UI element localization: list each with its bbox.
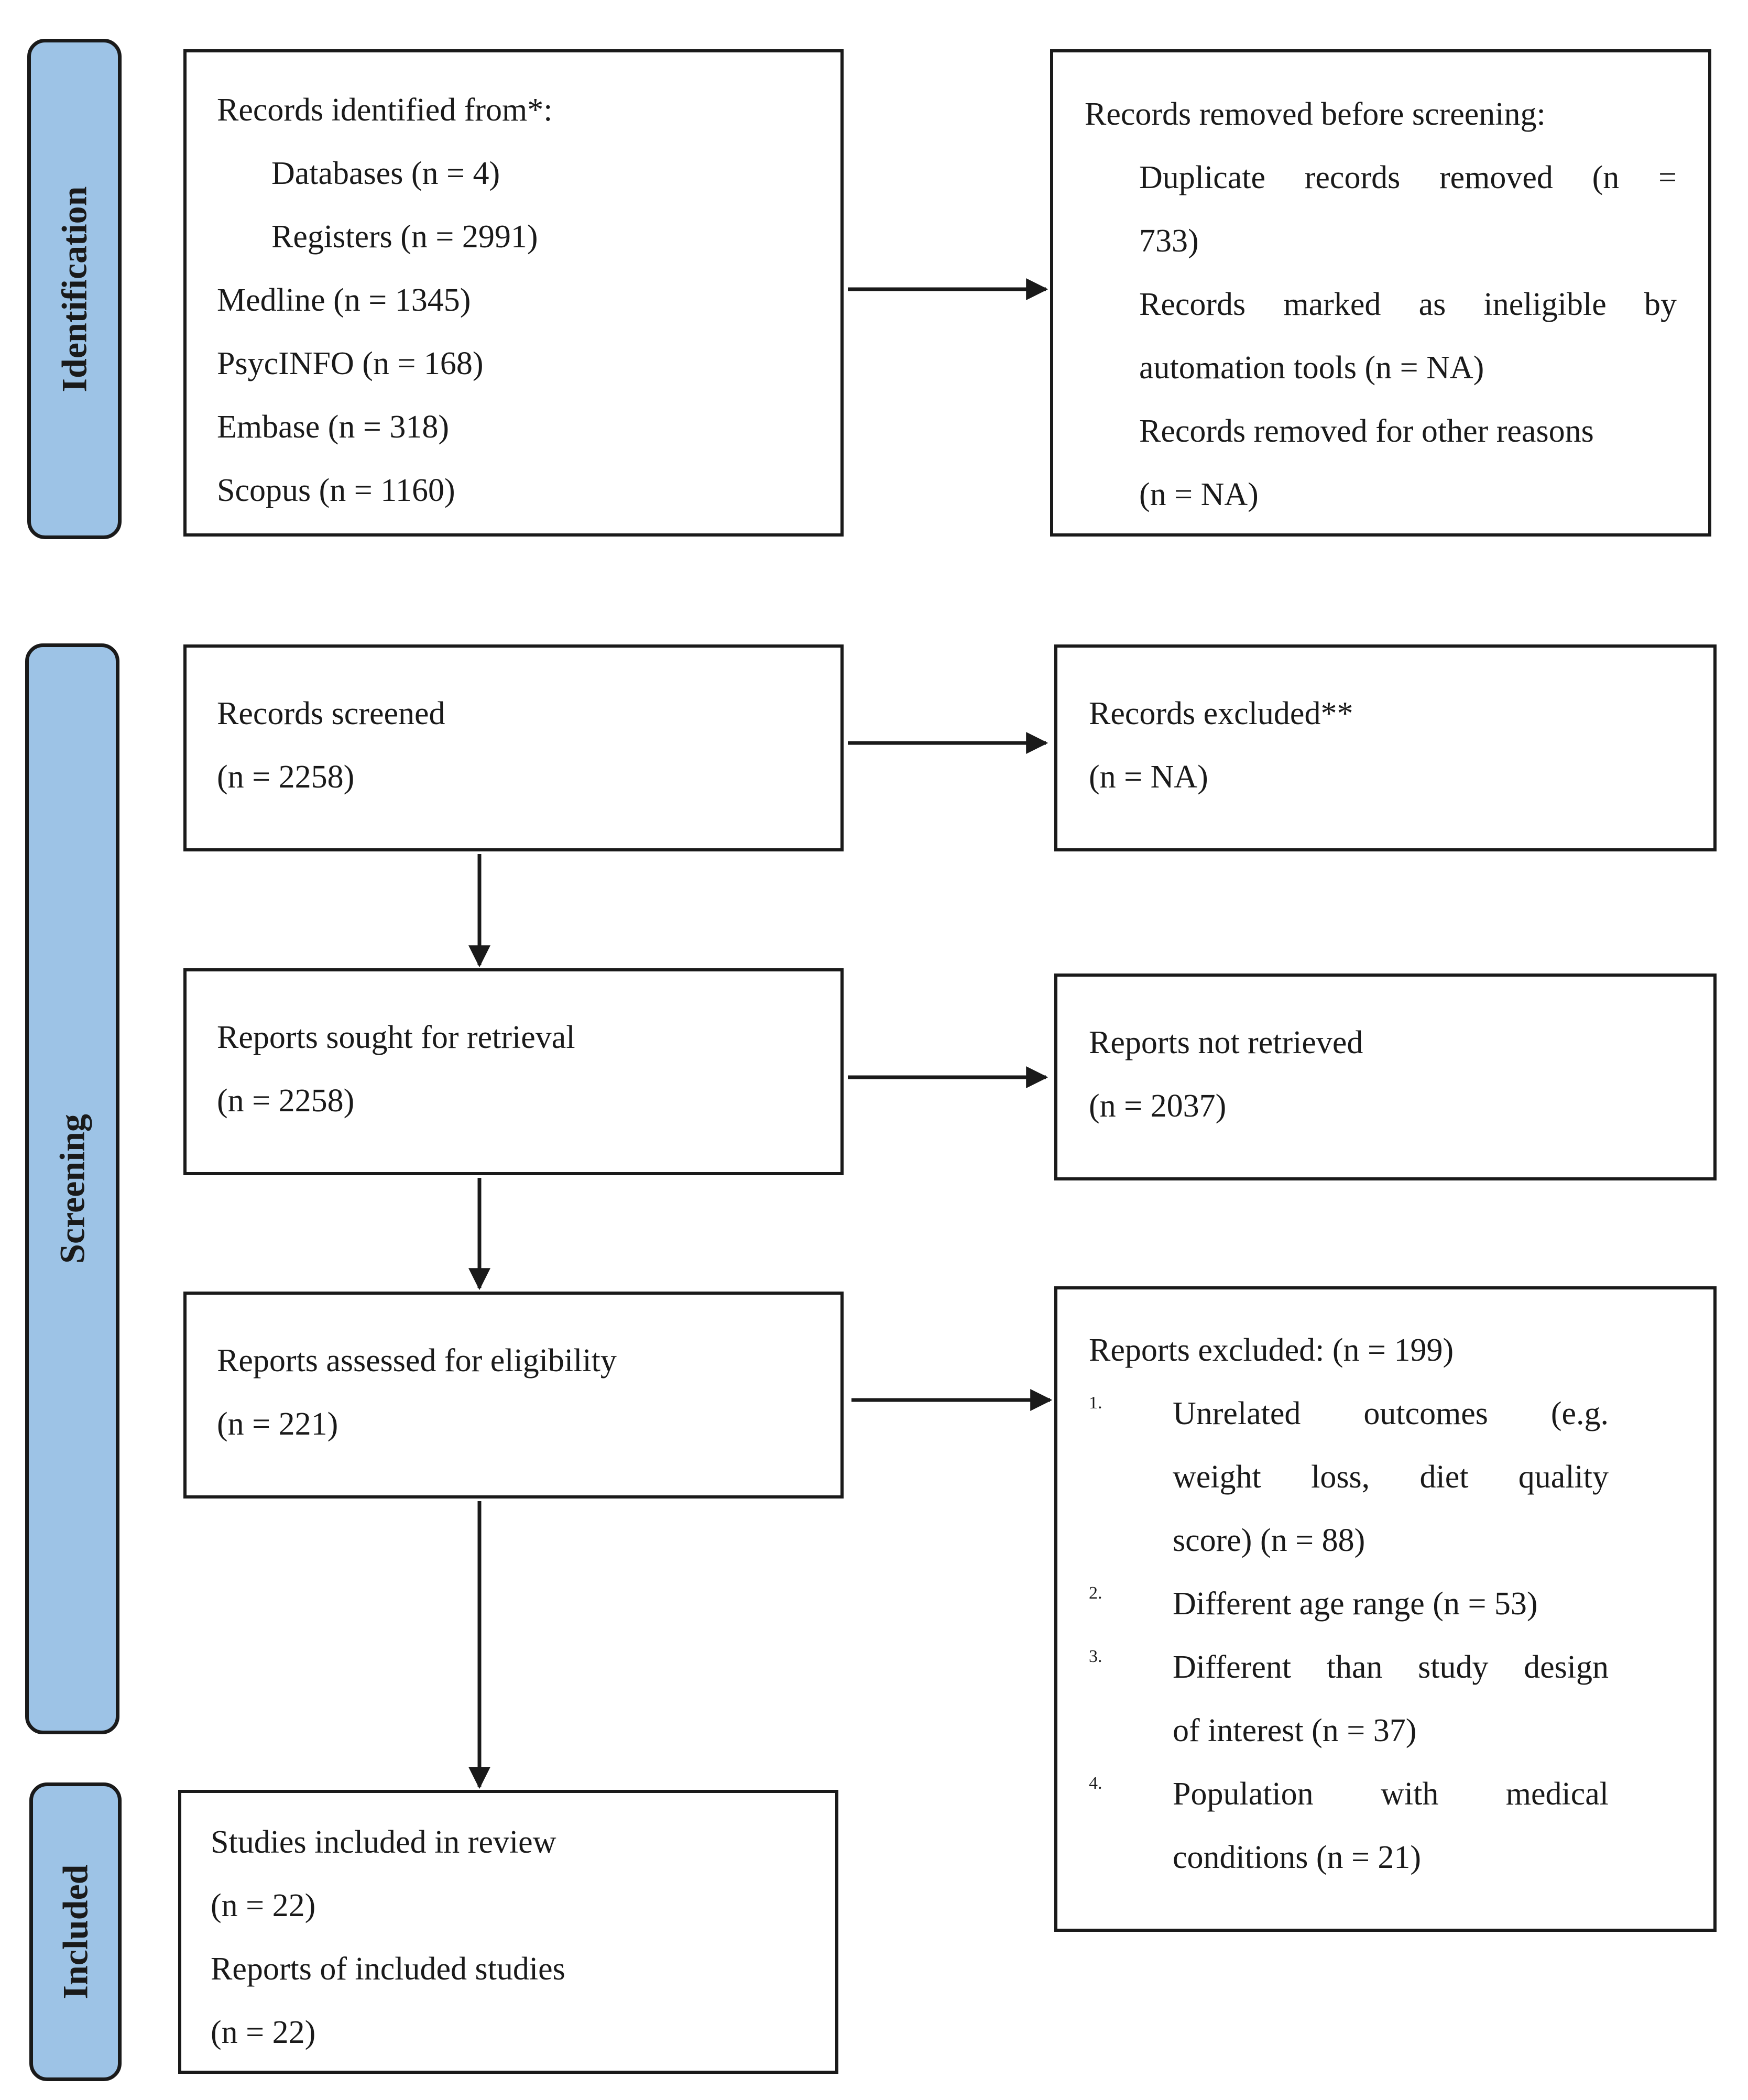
exclusion-reason-line: conditions (n = 21)	[1173, 1840, 1422, 1875]
records-identified-heading: Records identified from*:	[217, 92, 553, 128]
exclusion-reason-number: 2.	[1089, 1583, 1102, 1603]
exclusion-reason-line: Population with medical	[1173, 1776, 1609, 1812]
reports-sought-count: (n = 2258)	[217, 1083, 355, 1119]
exclusion-reason-line: score) (n = 88)	[1173, 1523, 1365, 1558]
exclusion-reason-number: 3.	[1089, 1647, 1102, 1666]
included-box: Studies included in review (n = 22) Repo…	[178, 1790, 838, 2074]
ineligible-line-1: Records marked as ineligible by	[1139, 287, 1677, 322]
exclusion-reason-line: of interest (n = 37)	[1173, 1713, 1417, 1748]
reports-not-retrieved-label: Reports not retrieved	[1089, 1025, 1363, 1060]
embase-count: Embase (n = 318)	[217, 409, 450, 445]
reports-included-label: Reports of included studies	[211, 1951, 565, 1987]
databases-count: Databases (n = 4)	[271, 156, 500, 191]
records-screened-count: (n = 2258)	[217, 759, 355, 795]
exclusion-reason-1: 1. Unrelated outcomes (e.g. weight loss,…	[1089, 1382, 1682, 1572]
reports-excluded-box: Reports excluded: (n = 199) 1. Unrelated…	[1054, 1286, 1717, 1932]
reports-included-count: (n = 22)	[211, 2015, 316, 2050]
studies-included-count: (n = 22)	[211, 1888, 316, 1923]
records-excluded-label: Records excluded**	[1089, 696, 1353, 731]
records-removed-box: Records removed before screening: Duplic…	[1050, 49, 1711, 537]
exclusion-reason-3: 3. Different than study design of intere…	[1089, 1636, 1682, 1763]
duplicates-line-2: 733)	[1139, 223, 1199, 259]
psycinfo-count: PsycINFO (n = 168)	[217, 346, 484, 381]
records-excluded-count: (n = NA)	[1089, 759, 1208, 795]
exclusion-reason-line: Different than study design	[1173, 1649, 1609, 1685]
records-screened-box: Records screened (n = 2258)	[183, 644, 844, 851]
reports-sought-box: Reports sought for retrieval (n = 2258)	[183, 968, 844, 1175]
reports-assessed-label: Reports assessed for eligibility	[217, 1343, 617, 1379]
records-excluded-box: Records excluded** (n = NA)	[1054, 644, 1717, 851]
records-screened-label: Records screened	[217, 696, 445, 731]
scopus-count: Scopus (n = 1160)	[217, 473, 455, 508]
medline-count: Medline (n = 1345)	[217, 282, 471, 318]
other-reasons-line-2: (n = NA)	[1139, 477, 1259, 512]
phase-identification: Identification	[27, 39, 122, 539]
exclusion-reason-line: Unrelated outcomes (e.g.	[1173, 1396, 1609, 1431]
records-identified-box: Records identified from*: Databases (n =…	[183, 49, 844, 537]
exclusion-reason-line: weight loss, diet quality	[1173, 1459, 1609, 1495]
duplicates-line-1: Duplicate records removed (n =	[1139, 160, 1677, 195]
studies-included-label: Studies included in review	[211, 1824, 556, 1860]
exclusion-reason-number: 4.	[1089, 1774, 1102, 1793]
exclusion-reason-line: Different age range (n = 53)	[1173, 1586, 1538, 1622]
ineligible-line-2: automation tools (n = NA)	[1139, 350, 1484, 386]
other-reasons-line-1: Records removed for other reasons	[1139, 413, 1594, 449]
phase-screening: Screening	[25, 643, 119, 1734]
reports-not-retrieved-box: Reports not retrieved (n = 2037)	[1054, 974, 1717, 1180]
records-removed-heading: Records removed before screening:	[1085, 96, 1546, 132]
registers-count: Registers (n = 2991)	[271, 219, 538, 255]
reports-not-retrieved-count: (n = 2037)	[1089, 1088, 1227, 1124]
reports-excluded-heading: Reports excluded: (n = 199)	[1089, 1332, 1454, 1368]
reports-sought-label: Reports sought for retrieval	[217, 1020, 575, 1055]
reports-assessed-box: Reports assessed for eligibility (n = 22…	[183, 1292, 844, 1499]
exclusion-reason-2: 2. Different age range (n = 53)	[1089, 1572, 1682, 1636]
reports-assessed-count: (n = 221)	[217, 1406, 338, 1442]
phase-included: Included	[29, 1782, 122, 2081]
exclusion-reason-4: 4. Population with medical conditions (n…	[1089, 1763, 1682, 1889]
exclusion-reason-number: 1.	[1089, 1393, 1102, 1413]
